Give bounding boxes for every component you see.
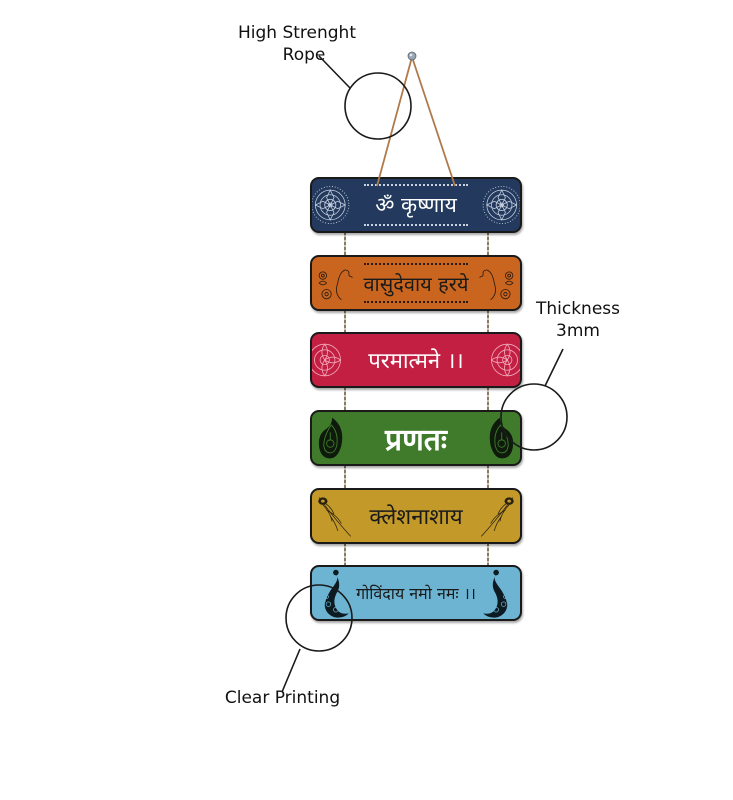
- thickness-label-line1: Thickness: [535, 299, 621, 319]
- connector-string: [344, 465, 346, 490]
- paisley-icon: [489, 417, 514, 459]
- connector-string: [487, 232, 489, 256]
- thickness-label-line2: 3mm: [556, 321, 600, 341]
- connector-string: [487, 543, 489, 567]
- rope-label: High Strenght Rope: [222, 22, 372, 66]
- plaque-vasudevaya-haraye: वासुदेवाय हरये: [310, 255, 522, 311]
- rope-label-line1: High Strenght: [237, 23, 356, 43]
- mandala-icon: [312, 343, 342, 377]
- plaque-text: ॐ कृष्णाय: [375, 193, 457, 217]
- dotted-border: [364, 184, 468, 186]
- dotted-border: [364, 224, 468, 226]
- connector-string: [344, 387, 346, 412]
- mandala-icon: [312, 185, 350, 225]
- plaque-paramatmane: परमात्मने ।।: [310, 332, 522, 388]
- peacock-icon: [324, 569, 349, 618]
- connector-string: [344, 310, 346, 334]
- connector-string: [344, 543, 346, 567]
- printing-label-text: Clear Printing: [224, 688, 341, 708]
- plaque-kleshanashaya: क्लेशनाशाय: [310, 488, 522, 544]
- dotted-border: [364, 301, 468, 303]
- peacock-feather-icon: [318, 497, 351, 537]
- connector-string: [487, 387, 489, 412]
- nail-icon: [407, 51, 417, 61]
- plaque-text: परमात्मने ।।: [368, 349, 464, 374]
- plaque-pranatah: प्रणतः: [310, 410, 522, 466]
- connector-string: [487, 310, 489, 334]
- mandala-icon: [490, 343, 520, 377]
- plaque-govindaya-namo-namah: गोविंदाय नमो नमः ।।: [310, 565, 522, 621]
- rope-callout: [318, 55, 412, 140]
- mandala-icon: [482, 185, 520, 225]
- plaque-text: क्लेशनाशाय: [369, 505, 463, 530]
- hanging-rope: [376, 56, 456, 187]
- peacock-icon: [483, 569, 508, 618]
- plaque-text: प्रणतः: [385, 422, 447, 458]
- rope-label-line2: Rope: [282, 45, 326, 65]
- dotted-border: [364, 263, 468, 265]
- connector-string: [487, 465, 489, 490]
- peacock-feather-icon: [481, 497, 514, 537]
- plaque-om-krishnaya: ॐ कृष्णाय: [310, 177, 522, 233]
- swan-floral-icon: [318, 269, 353, 301]
- connector-string: [344, 232, 346, 256]
- thickness-label: Thickness 3mm: [520, 298, 636, 342]
- plaque-text: गोविंदाय नमो नमः ।।: [356, 584, 476, 603]
- paisley-icon: [318, 417, 343, 459]
- plaque-text: वासुदेवाय हरये: [363, 271, 469, 296]
- printing-label: Clear Printing: [210, 687, 355, 709]
- swan-floral-icon: [479, 269, 514, 301]
